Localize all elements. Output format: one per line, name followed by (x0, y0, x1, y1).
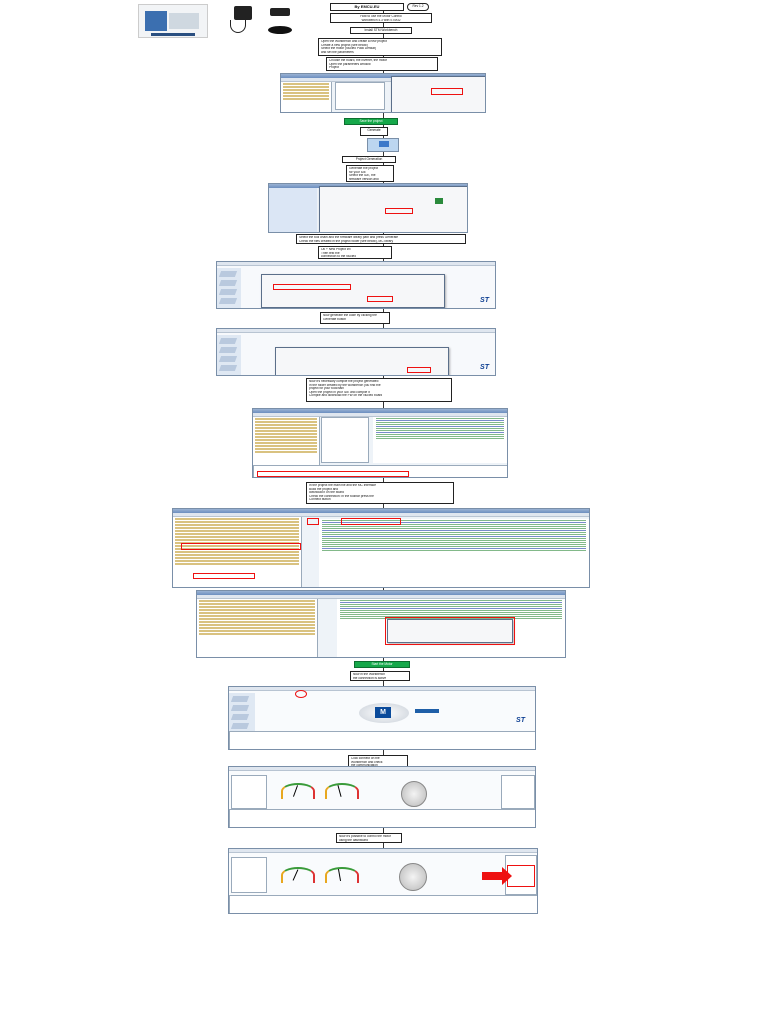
step-14-box: Now it's possible to control the motor u… (336, 833, 402, 843)
step-5-line: firmware version and (349, 177, 379, 181)
step-9-line: project for your toolchain (309, 387, 344, 391)
step-9-line: Compile and download the FW on the Nucle… (309, 394, 383, 398)
step-11-text: Start the Motor (371, 662, 393, 666)
step-7-box: Ok + New Project Wi Then test the connec… (318, 246, 392, 259)
step-10-line: download it on the board (309, 491, 344, 495)
screenshot-ide-project (252, 408, 508, 478)
step-2-box: Choose the board, the inverter, the moto… (326, 57, 438, 71)
step-13-line: the communication (351, 764, 405, 767)
title-box: By EMCU-EU (330, 3, 404, 11)
board-photo-icon (138, 4, 208, 38)
step-8-line: Now generate the code by clicking the (323, 314, 377, 317)
step-5-box: Generate the project for your IDE Select… (346, 165, 394, 182)
step-3-text: Save the project (359, 119, 383, 123)
screenshot-workbench-project (280, 73, 486, 113)
st-logo-icon: ST (480, 364, 489, 371)
title-text: By EMCU-EU (354, 4, 380, 9)
step-10-box: In the project the main file and the MC … (306, 482, 454, 504)
screenshot-ide-main-file (172, 508, 590, 588)
step-5-line: Select the IDE, the (349, 174, 376, 178)
screenshot-workbench-dialog-2: ST (216, 328, 496, 376)
step-6-box: Select the tool chain and the firmware l… (296, 234, 466, 244)
step-10-line: In the project the main file and the MC … (309, 484, 376, 487)
step-13-line: Workbench and check (351, 760, 383, 764)
step-8-box: Now generate the code by clicking the Ge… (320, 312, 390, 324)
screenshot-dashboard-1 (228, 766, 536, 828)
step-2-line: Open the parameters window (329, 62, 371, 66)
step-10-line: Build the project and (309, 487, 339, 491)
step-5-line: for your IDE (349, 170, 367, 174)
step-3-box: Save the project (344, 118, 398, 125)
step-14-line: Now it's possible to control the motor (339, 835, 391, 838)
st-logo-icon: ST (516, 717, 525, 724)
screenshot-generate-dialog (268, 183, 468, 233)
step-install-text: Install STM Workbench (364, 28, 398, 32)
screenshot-ide-download (196, 590, 566, 658)
subtitle-line-2: Workbench 4.3 with STM32 (361, 18, 401, 22)
step-12-box: Now in the Workbench the connection is a… (350, 671, 410, 681)
step-4-text: Project Generation (355, 157, 383, 161)
step-7-line: connection to the Nucleo (321, 255, 357, 259)
step-2-line: Choose the board, the inverter, the moto… (329, 59, 388, 62)
subtitle-box: How to use the Motor Control Workbench 4… (330, 13, 432, 23)
step-11-box: Start the Motor (354, 661, 410, 668)
step-6-line: Select the tool chain and the firmware l… (299, 236, 399, 239)
step-2-line: Project (329, 66, 339, 70)
motor-icon (268, 26, 292, 34)
power-adapter-icon (234, 6, 252, 20)
step-12-line: Now in the Workbench (353, 673, 386, 676)
step-4-box: Project Generation (342, 156, 396, 163)
step-6-line: Check the files created in the project f… (299, 239, 394, 243)
revision-text: Rev 1.2 (412, 4, 424, 8)
subtitle-line-1: How to use the Motor Control (360, 15, 402, 18)
step-12-line: the connection is active (353, 676, 387, 680)
step-9-line: Now it's necessary compile the project g… (309, 380, 379, 383)
step-9-box: Now it's necessary compile the project g… (306, 378, 452, 402)
screenshot-workbench-motor: M ST (228, 686, 536, 750)
step-10-line: Connect button (309, 498, 331, 502)
usb-cable-icon (270, 8, 290, 16)
step-1-line: Create a new project (see below) (321, 43, 368, 47)
step-1-line: Select the motor (Nucleo Pack Default) (321, 47, 377, 51)
step-9-line: In the folder created by the workbench y… (309, 383, 381, 387)
st-logo-icon: ST (480, 297, 489, 304)
step-13-line: Click connect on the (351, 757, 380, 760)
step-9-line: Open the project in your IDE and compile… (309, 390, 370, 394)
step-7-line: Ok + New Project Wi (321, 248, 351, 251)
power-adapter-cable (230, 20, 246, 33)
step-1-line: and set the parameters (321, 50, 354, 54)
step-1-box: Open the Workbench and create a new proj… (318, 38, 442, 56)
motor-block: M (375, 707, 391, 718)
screenshot-workbench-dialog-1: ST (216, 261, 496, 309)
step-5-line: Generate the project (349, 167, 379, 170)
revision-badge: Rev 1.2 (407, 3, 429, 11)
step-1-line: Open the Workbench and create a new proj… (321, 40, 387, 43)
screenshot-dashboard-2 (228, 848, 538, 914)
step-7-line: Then test the (321, 251, 340, 255)
step-10-line: Check the connection: in the toolbar pre… (309, 494, 374, 498)
red-arrow-head (502, 867, 512, 885)
step-8-line: Generate button (323, 317, 347, 321)
red-arrow-icon (482, 872, 502, 880)
step-install-box: Install STM Workbench (350, 27, 412, 34)
step-3b-text: Generate (367, 128, 381, 132)
step-3b-box: Generate (360, 127, 388, 136)
generate-button-icon (367, 138, 399, 152)
step-14-line: using the dashboard (339, 838, 368, 842)
